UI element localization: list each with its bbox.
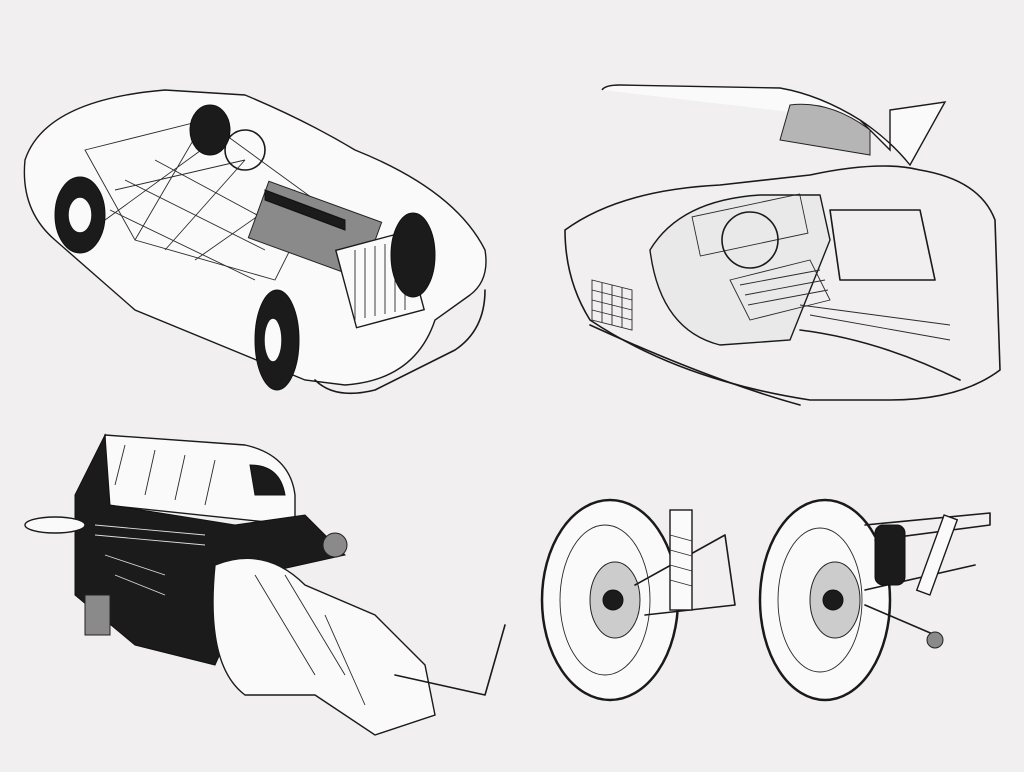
car-chassis-icon <box>23 89 487 395</box>
engine-gearbox-illustration <box>15 415 515 755</box>
rear-wheel-icon <box>758 498 991 702</box>
gullwing-interior-illustration <box>560 80 1010 420</box>
wheel-suspension-icon <box>540 498 991 702</box>
suspension-wheels-illustration <box>535 495 1005 710</box>
gullwing-door-icon <box>564 84 1001 406</box>
front-wheel-icon <box>540 498 736 702</box>
engine-icon <box>24 433 506 736</box>
chassis-cutaway-illustration <box>15 80 495 400</box>
